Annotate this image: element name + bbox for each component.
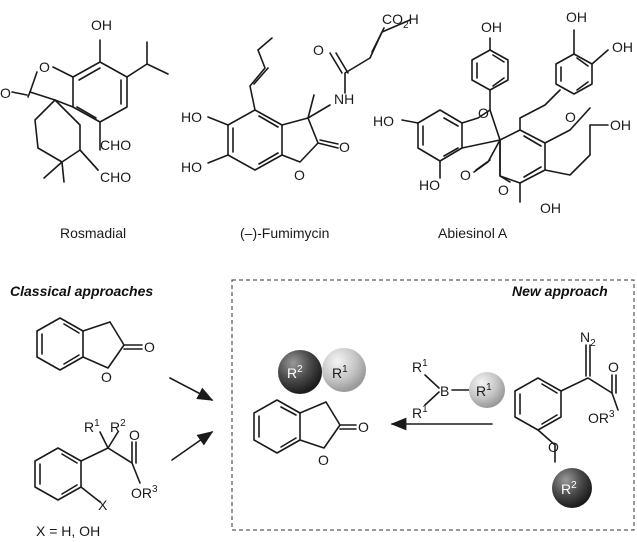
classical-caption: X = H, OH	[36, 523, 100, 539]
abiesinol-oh-bottom: OH	[540, 200, 561, 216]
classical-arrow-2	[171, 431, 214, 461]
abiesinol-keto-o: O	[460, 167, 471, 183]
classical-ester-o: O	[129, 427, 140, 443]
classical-benzofuranone-keto-o: O	[144, 339, 155, 355]
abiesinol-oh-top-2: OH	[566, 9, 587, 25]
rosmadial-cho-1: CHO	[100, 137, 131, 153]
rosmadial-ring-o: O	[39, 59, 50, 75]
classical-ester-x: X	[98, 497, 108, 513]
abiesinol-oh-right: OH	[610, 117, 631, 133]
abiesinol-name: Abiesinol A	[438, 225, 508, 241]
abiesinol-structure	[401, 29, 609, 203]
classical-ester-r2: R2	[110, 418, 126, 435]
diazo-or3: OR3	[588, 409, 615, 426]
abiesinol-pyran-o: O	[565, 109, 576, 125]
abiesinol-oh-top: OH	[481, 19, 502, 35]
classical-ester-or3: OR3	[131, 484, 158, 501]
diazo-carbonyl-o: O	[608, 359, 619, 375]
product-r1-sphere	[322, 348, 366, 392]
fumimycin-name: (–)-Fumimycin	[240, 225, 329, 241]
reagent-structure	[424, 374, 471, 406]
abiesinol-oh-top-3: OH	[612, 39, 633, 55]
product-r2: R2	[287, 364, 303, 381]
fumimycin-co2h: CO2H	[382, 11, 419, 31]
product-ring-o: O	[318, 452, 329, 468]
abiesinol-ho-low: HO	[419, 177, 440, 193]
product-structure	[253, 399, 357, 454]
rosmadial-structure	[11, 39, 169, 183]
fumimycin-keto-o: O	[339, 139, 350, 155]
rosmadial-cho-2: CHO	[100, 169, 131, 185]
diazo-ether-o: O	[548, 439, 559, 455]
new-approach-box	[231, 279, 635, 531]
diazo-structure	[514, 344, 619, 463]
reagent-r1-right: R1	[476, 382, 492, 399]
rosmadial-keto-o: O	[0, 85, 11, 101]
rosmadial-oh: OH	[91, 17, 112, 33]
new-approach-heading: New approach	[512, 283, 608, 299]
fumimycin-ho-2: HO	[181, 159, 202, 175]
classical-benzofuranone	[36, 317, 143, 371]
fumimycin-amide-o: O	[313, 42, 324, 58]
rosmadial-name: Rosmadial	[60, 225, 126, 241]
abiesinol-ho-left: HO	[373, 113, 394, 129]
reagent-r1-bottom: R1	[412, 404, 428, 421]
classical-heading: Classical approaches	[10, 283, 153, 299]
classical-benzofuranone-ring-o: O	[101, 369, 112, 385]
reagent-r1-top: R1	[412, 358, 428, 375]
fumimycin-ho-1: HO	[181, 109, 202, 125]
diazo-r2: R2	[561, 480, 577, 497]
reagent-r1-sphere	[469, 372, 505, 408]
abiesinol-o-1: O	[478, 105, 489, 121]
diazo-r2-sphere	[552, 468, 592, 508]
product-r2-sphere	[278, 350, 322, 394]
diazo-n2: N2	[580, 329, 596, 349]
classical-arrow-1	[169, 377, 214, 401]
abiesinol-ring-o: O	[498, 182, 509, 198]
classical-ester-r1: R1	[84, 418, 100, 435]
fumimycin-nh: NH	[334, 91, 354, 107]
reagent-boron: B	[440, 383, 449, 399]
classical-ester	[34, 431, 141, 503]
fumimycin-structure	[207, 19, 411, 171]
fumimycin-ring-o: O	[294, 167, 305, 183]
product-keto-o: O	[358, 419, 369, 435]
product-r1: R1	[332, 364, 348, 381]
